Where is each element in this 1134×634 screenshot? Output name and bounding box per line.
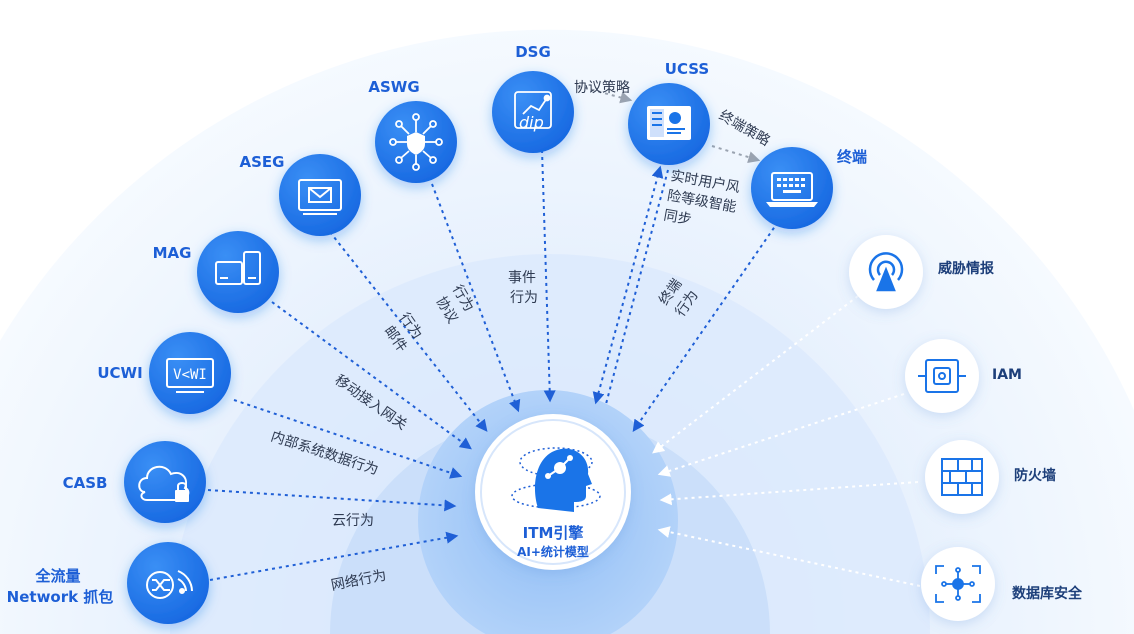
node-threat[interactable]: 威胁情报 [849,235,994,309]
radar-icon [868,252,904,292]
node-ucss[interactable]: UCSS [628,60,710,165]
node-db[interactable]: 数据库安全 [921,547,1083,621]
edge-ucss-sync-a [592,165,664,405]
node-aseg[interactable]: ASEG [240,153,361,236]
threat-title: 威胁情报 [938,260,994,277]
edge-ucss-sync-b [605,169,669,405]
label-casb-cloud: 云行为 [332,513,374,529]
aswg-title: ASWG [368,78,419,96]
label-dsg-event-2: 行为 [510,290,538,306]
cloud-lock-icon [138,465,190,502]
casb-title: CASB [63,474,108,492]
mail-icon [298,179,342,215]
edge-aseg [329,231,488,432]
identity-icon [918,359,966,393]
ucwi-screen-icon: V<WI [166,358,214,393]
edge-ucwi [233,399,463,479]
label-dsg-event-1: 事件 [508,270,536,286]
node-dsg[interactable]: dip DSG [492,43,574,153]
edge-threat [652,295,859,454]
node-casb[interactable]: CASB [63,441,206,523]
flow-title-line2: Network 抓包 [7,588,114,606]
mag-title: MAG [153,244,192,262]
dashboard-icon [647,106,691,140]
label-dsg-ucss: 协议策略 [574,79,630,96]
edge-db [657,526,921,587]
edge-terminal [632,221,779,432]
node-iam[interactable]: IAM [905,339,1022,413]
node-ucwi[interactable]: V<WI UCWI [97,332,231,414]
edge-aswg [431,183,521,413]
center-title: ITM引擎 [523,524,584,542]
dsg-title: DSG [515,43,551,61]
mobile-devices-icon [215,251,261,285]
label-ucss-sync-3: 同步 [662,208,692,229]
edge-iam [657,393,905,477]
connections [207,85,921,587]
flow-title-line1: 全流量 [34,567,80,585]
terminal-title: 终端 [837,148,867,166]
iam-title: IAM [992,367,1022,383]
svg-text:V<WI: V<WI [173,367,207,383]
ai-brain-icon [511,447,601,512]
center-subtitle: AI+统计模型 [517,544,589,559]
edge-firewall [659,481,919,506]
edge-ucss-terminal [711,145,761,163]
firewall-title: 防火墙 [1014,467,1056,484]
shuffle-wifi-icon [146,570,193,599]
edge-casb [207,489,457,512]
database-hub-icon [935,565,981,603]
db-title: 数据库安全 [1012,585,1083,602]
node-terminal[interactable]: 终端 [751,147,867,229]
dip-chart-icon: dip [514,91,552,132]
ucwi-title: UCWI [97,364,142,382]
node-flow[interactable]: 全流量 Network 抓包 [7,542,209,624]
edge-dsg-ucss [577,85,633,104]
node-firewall[interactable]: 防火墙 [925,440,1056,514]
center-node[interactable]: ITM引擎 AI+统计模型 [475,414,631,570]
laptop-icon [766,172,818,207]
svg-text:dip: dip [519,113,544,132]
node-aswg[interactable]: ASWG [368,78,457,183]
node-mag[interactable]: MAG [153,231,279,313]
aseg-title: ASEG [240,153,285,171]
shield-network-icon [389,113,443,171]
edge-mag [271,301,472,450]
brick-wall-icon [941,458,983,496]
ucss-title: UCSS [665,60,709,78]
